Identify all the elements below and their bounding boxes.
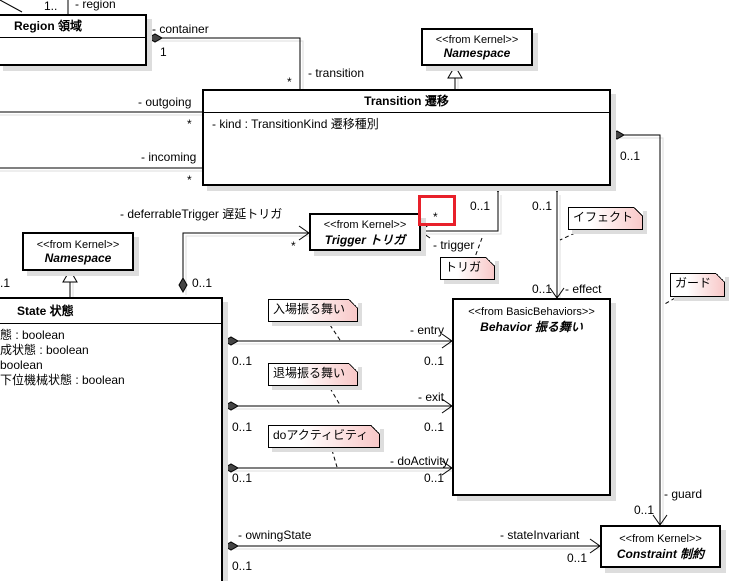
state-class[interactable]: State 状態 態 : boolean 成状態 : boolean boole… [0, 297, 223, 581]
label: 0..1 [532, 282, 553, 296]
label: * [433, 210, 438, 224]
class-name: Behavior 振る舞い [480, 320, 583, 334]
namespace-top-class[interactable]: <<from Kernel>> Namespace [421, 28, 533, 66]
label: 1 [160, 45, 167, 59]
label: 0..1 [470, 199, 491, 213]
attribute-kind: - kind : TransitionKind 遷移種別 [212, 117, 379, 131]
label: - incoming [141, 150, 197, 164]
behavior-class[interactable]: <<from BasicBehaviors>> Behavior 振る舞い [452, 298, 611, 496]
class-name: Namespace [443, 46, 511, 60]
label: 0..1 [232, 354, 253, 368]
label: 0..1 [620, 149, 641, 163]
region-title: Region 領域 [0, 16, 145, 38]
label: - effect [565, 282, 602, 296]
label: * [291, 239, 296, 253]
label: 0..1 [424, 420, 445, 434]
stereotype: <<from Kernel>> [36, 239, 120, 251]
deferrable-trigger-association [182, 232, 309, 292]
region-class[interactable]: Region 領域 [0, 14, 147, 66]
label: - trigger [433, 238, 475, 252]
stereotype: <<from Kernel>> [619, 533, 702, 545]
attribute: 態 : boolean [0, 328, 65, 342]
transition-class[interactable]: Transition 遷移 - kind : TransitionKind 遷移… [202, 89, 611, 186]
note-exit[interactable]: 退場振る舞い [268, 363, 358, 386]
constraint-class[interactable]: <<from Kernel>> Constraint 制約 [600, 525, 721, 568]
class-name: Namespace [44, 251, 112, 265]
label: - owningState [238, 528, 312, 542]
attribute: 下位機械状態 : boolean [0, 373, 125, 387]
label: * [187, 117, 192, 131]
note-do-activity[interactable]: doアクティビティ [268, 425, 380, 448]
class-name: Trigger トリガ [324, 233, 406, 247]
stereotype: <<from Kernel>> [435, 34, 519, 46]
label: - entry [410, 323, 445, 337]
stereotype: <<from BasicBehaviors>> [468, 306, 595, 318]
label: 0..1 [232, 420, 253, 434]
note-trigger[interactable]: トリガ [440, 257, 495, 280]
label: * [187, 173, 192, 187]
container-association [148, 37, 301, 89]
stereotype: <<from Kernel>> [323, 219, 407, 231]
note-guard[interactable]: ガード [670, 273, 725, 297]
trigger-association [420, 192, 499, 232]
class-name: Constraint 制約 [616, 547, 705, 561]
label: 0..1 [532, 199, 553, 213]
label: .1 [0, 276, 11, 290]
label: - exit [418, 390, 445, 404]
label: 0..1 [567, 551, 588, 565]
label: 0..1 [192, 276, 213, 290]
highlight-box [418, 195, 456, 226]
label: * [287, 75, 292, 89]
state-title: State 状態 [0, 299, 221, 324]
namespace-left-class[interactable]: <<from Kernel>> Namespace [22, 232, 134, 271]
attribute: boolean [0, 358, 43, 372]
label: - deferrableTrigger 遅延トリガ [120, 207, 283, 221]
label: 0..1 [232, 559, 253, 573]
label: - transition [308, 66, 365, 80]
label: - stateInvariant [500, 528, 580, 542]
label: 1.. [44, 0, 58, 13]
guard-association [617, 134, 661, 525]
attribute: 成状態 : boolean [0, 343, 89, 357]
note-effect[interactable]: イフェクト [568, 207, 643, 230]
label: - container [152, 22, 209, 36]
label: - region [75, 0, 116, 11]
transition-title: Transition 遷移 [204, 91, 609, 113]
label: - doActivity [390, 454, 449, 468]
label: 0..1 [424, 354, 445, 368]
trigger-class[interactable]: <<from Kernel>> Trigger トリガ [309, 213, 421, 251]
note-entry[interactable]: 入場振る舞い [268, 299, 358, 322]
label: 0..1 [634, 503, 655, 517]
label: 0..1 [424, 471, 445, 485]
label: - outgoing [138, 95, 192, 109]
label: - guard [664, 487, 703, 501]
label: 0..1 [232, 471, 253, 485]
